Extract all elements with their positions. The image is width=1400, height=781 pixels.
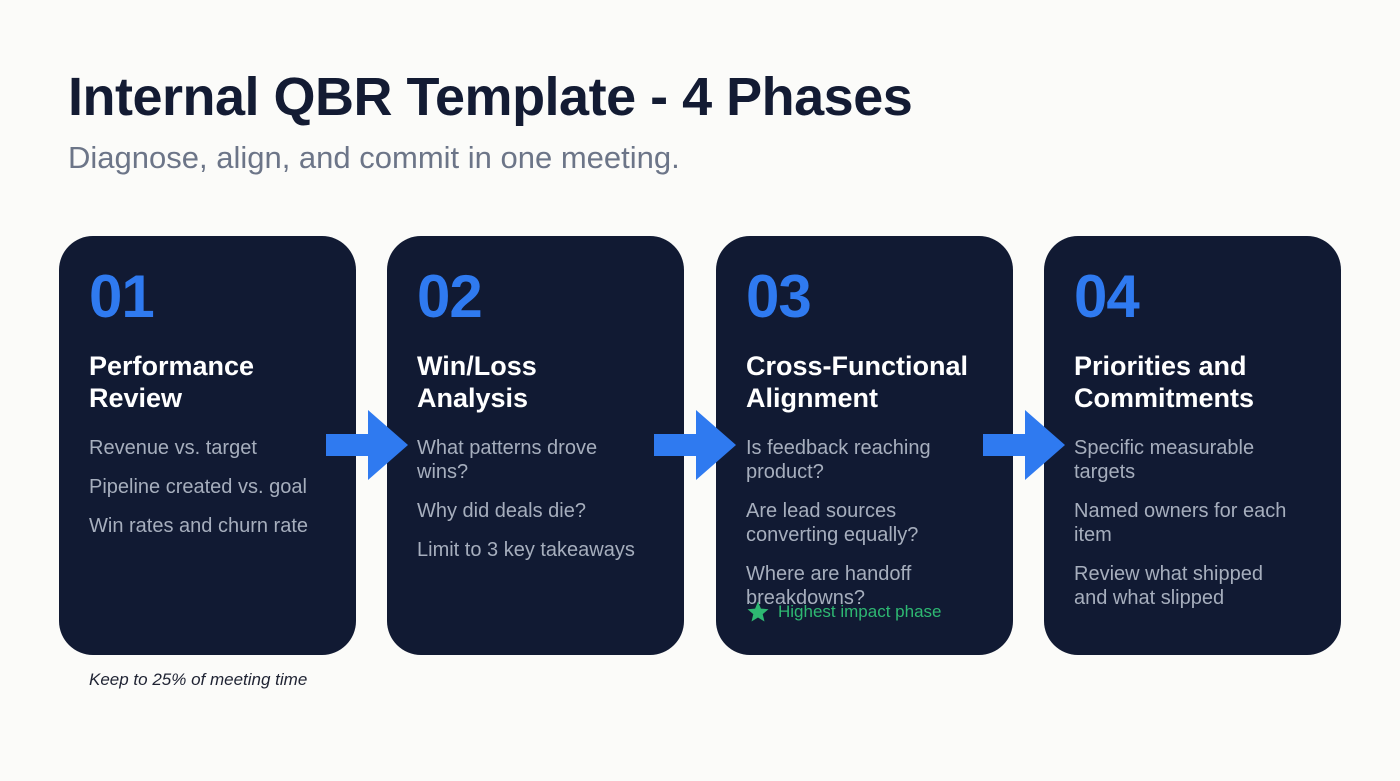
phase-title: Performance Review bbox=[89, 351, 255, 413]
phase-item: Where are handoff breakdowns? bbox=[746, 563, 912, 609]
phase-item: What patterns drove wins? bbox=[417, 437, 598, 483]
phase-item: Named owners for each item bbox=[1074, 500, 1287, 546]
page-title: Internal QBR Template - 4 Phases bbox=[68, 67, 913, 127]
phase-items: Is feedback reaching product? Are lead s… bbox=[746, 436, 989, 610]
highlight-note: Highest impact phase bbox=[746, 600, 941, 624]
page-subtitle: Diagnose, align, and commit in one meeti… bbox=[68, 140, 680, 175]
phase-items: Revenue vs. target Pipeline created vs. … bbox=[89, 436, 332, 538]
phase-number: 01 bbox=[89, 263, 155, 330]
arrow-right-icon bbox=[654, 410, 736, 480]
phase-title: Cross-Functional Alignment bbox=[746, 351, 969, 413]
phase-number: 02 bbox=[417, 263, 483, 330]
phase-card-2: 02 Win/Loss Analysis What patterns drove… bbox=[387, 236, 684, 655]
phase-item: Why did deals die? bbox=[417, 500, 586, 522]
phase-item: Limit to 3 key takeaways bbox=[417, 539, 635, 561]
phase-item: Are lead sources converting equally? bbox=[746, 500, 919, 546]
footnote: Keep to 25% of meeting time bbox=[89, 670, 308, 689]
phase-item: Pipeline created vs. goal bbox=[89, 476, 307, 498]
highlight-note-text: Highest impact phase bbox=[778, 602, 942, 621]
phase-card-1: 01 Performance Review Revenue vs. target… bbox=[59, 236, 356, 655]
phase-card-3: 03 Cross-Functional Alignment Is feedbac… bbox=[716, 236, 1013, 655]
star-icon bbox=[747, 601, 769, 622]
phase-card-4: 04 Priorities and Commitments Specific m… bbox=[1044, 236, 1341, 655]
phase-item: Win rates and churn rate bbox=[89, 515, 308, 537]
phase-item: Revenue vs. target bbox=[89, 437, 257, 459]
arrow-right-icon bbox=[326, 410, 408, 480]
phase-number: 03 bbox=[746, 263, 812, 330]
phase-items: What patterns drove wins? Why did deals … bbox=[417, 436, 660, 562]
arrow-right-icon bbox=[983, 410, 1065, 480]
phase-number: 04 bbox=[1074, 263, 1140, 330]
phase-item: Specific measurable targets bbox=[1074, 437, 1255, 483]
phase-title: Priorities and Commitments bbox=[1074, 351, 1255, 413]
phase-item: Review what shipped and what slipped bbox=[1074, 563, 1263, 609]
phase-item: Is feedback reaching product? bbox=[746, 437, 931, 483]
phase-items: Specific measurable targets Named owners… bbox=[1074, 436, 1317, 610]
phase-title: Win/Loss Analysis bbox=[417, 351, 537, 413]
